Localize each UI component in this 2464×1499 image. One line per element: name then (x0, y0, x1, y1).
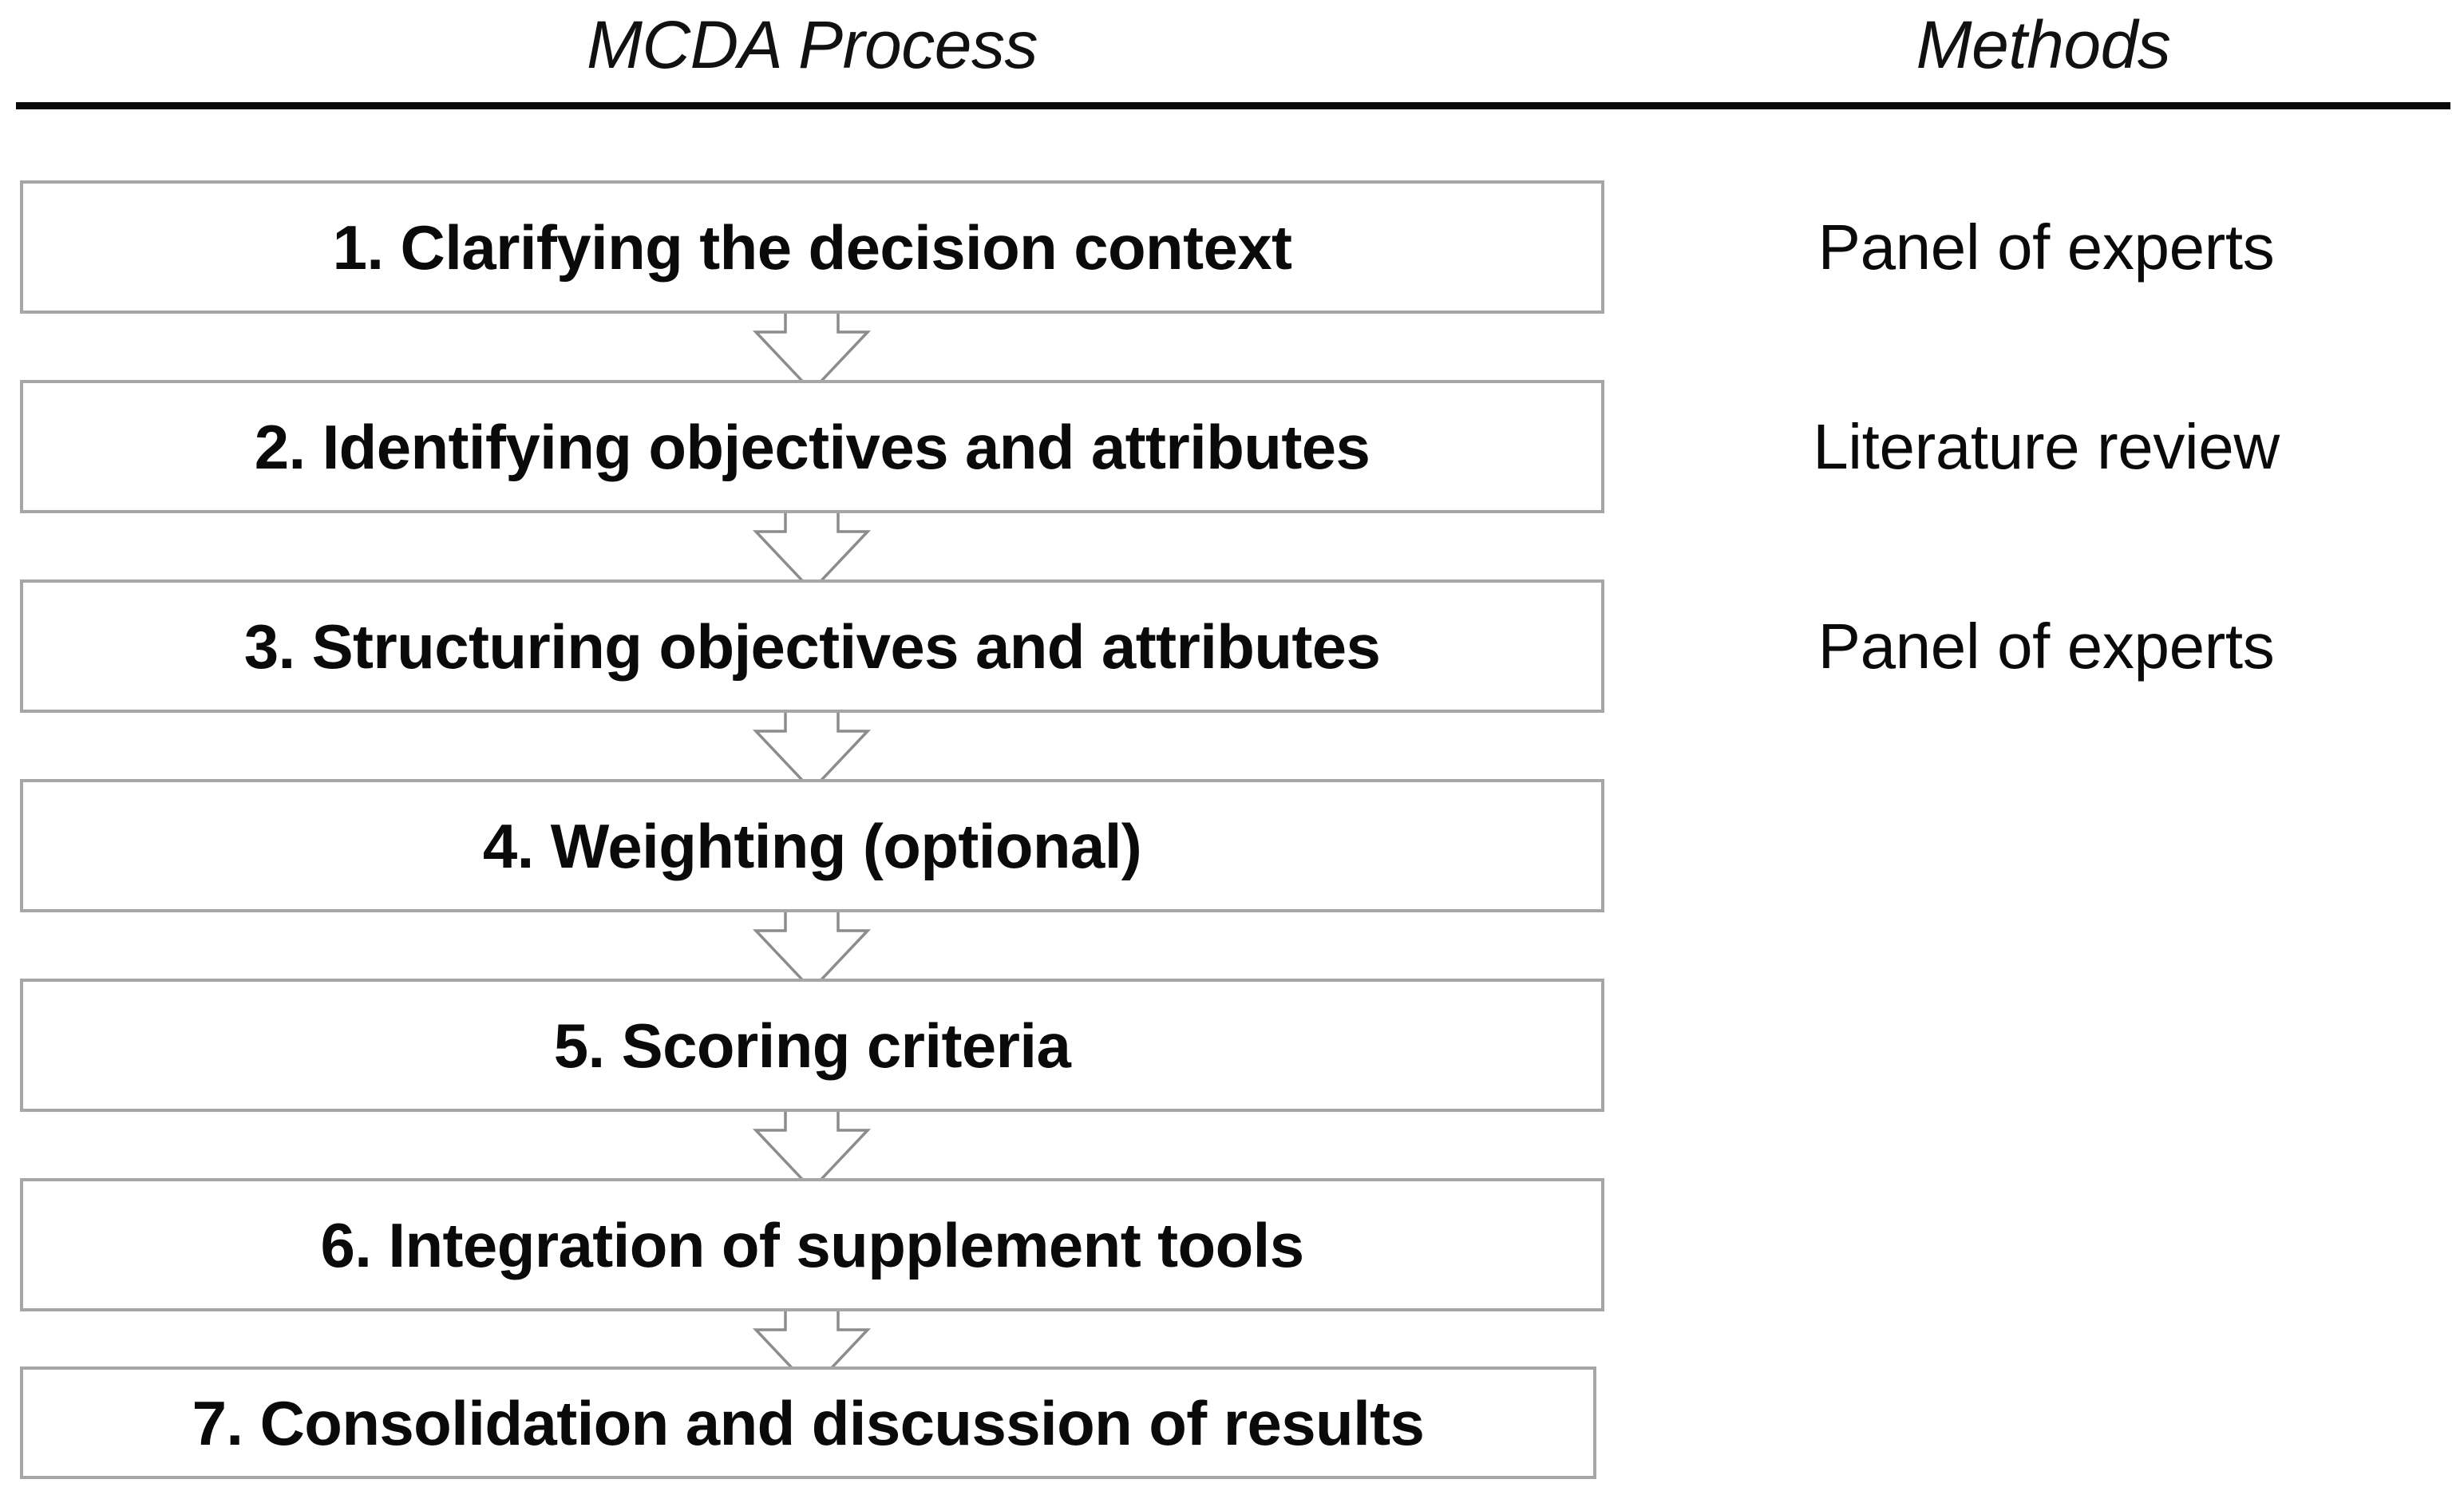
header-separator-rule (16, 102, 2450, 109)
method-for-step-1: Panel of experts (1628, 180, 2464, 314)
method-for-step-2: Literature review (1628, 380, 2464, 513)
process-step-4[interactable]: 4. Weighting (optional) (20, 779, 1604, 912)
process-step-6[interactable]: 6. Integration of supplement tools (20, 1178, 1604, 1311)
process-step-5-label: 5. Scoring criteria (553, 1010, 1071, 1081)
method-for-step-3: Panel of experts (1628, 579, 2464, 713)
process-step-7-label: 7. Consolidation and discussion of resul… (192, 1387, 1425, 1458)
process-step-7[interactable]: 7. Consolidation and discussion of resul… (20, 1367, 1596, 1479)
column-header-mcda-process: MCDA Process (587, 7, 1038, 82)
process-step-4-label: 4. Weighting (optional) (482, 810, 1142, 881)
figure-header-row: MCDA Process Methods (0, 0, 2464, 102)
method-for-step-1-label: Panel of experts (1817, 211, 2275, 283)
process-step-3[interactable]: 3. Structuring objectives and attributes (20, 579, 1604, 713)
process-step-2-label: 2. Identifying objectives and attributes (254, 411, 1370, 482)
process-step-3-label: 3. Structuring objectives and attributes (243, 611, 1381, 682)
method-for-step-2-label: Literature review (1813, 410, 2280, 482)
process-step-1[interactable]: 1. Clarifying the decision context (20, 180, 1604, 314)
method-for-step-3-label: Panel of experts (1817, 610, 2275, 682)
process-step-6-label: 6. Integration of supplement tools (320, 1209, 1305, 1280)
process-column: 1. Clarifying the decision context 2. Id… (20, 180, 1604, 1479)
process-step-2[interactable]: 2. Identifying objectives and attributes (20, 380, 1604, 513)
methods-column: Panel of experts Literature review Panel… (1628, 0, 2464, 1499)
column-header-methods: Methods (1916, 7, 2171, 82)
process-step-1-label: 1. Clarifying the decision context (332, 212, 1292, 283)
process-step-5[interactable]: 5. Scoring criteria (20, 979, 1604, 1112)
